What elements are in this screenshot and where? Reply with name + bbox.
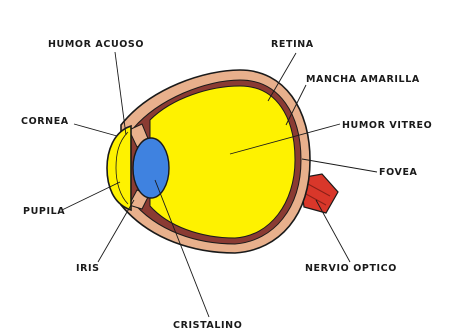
label-retina: RETINA (271, 39, 314, 50)
label-cristalino: CRISTALINO (173, 320, 242, 331)
label-cornea: CORNEA (21, 116, 69, 127)
leader-iris (98, 200, 134, 262)
label-humor-acuoso: HUMOR ACUOSO (48, 39, 144, 50)
crystalline-lens (133, 138, 169, 198)
label-humor-vitreo: HUMOR VITREO (342, 120, 432, 131)
leader-pupila (62, 182, 120, 210)
label-pupila: PUPILA (23, 206, 65, 217)
label-fovea: FOVEA (379, 167, 418, 178)
label-iris: IRIS (76, 263, 100, 274)
label-mancha-amarilla: MANCHA AMARILLA (306, 74, 420, 85)
leader-cornea (74, 124, 117, 136)
label-nervio-optico: NERVIO OPTICO (305, 263, 397, 274)
leader-nervio-optico (316, 200, 350, 262)
leader-fovea (302, 159, 377, 172)
vitreous-body (150, 86, 295, 238)
cornea (107, 126, 131, 210)
leader-humor-acuoso (115, 52, 126, 135)
